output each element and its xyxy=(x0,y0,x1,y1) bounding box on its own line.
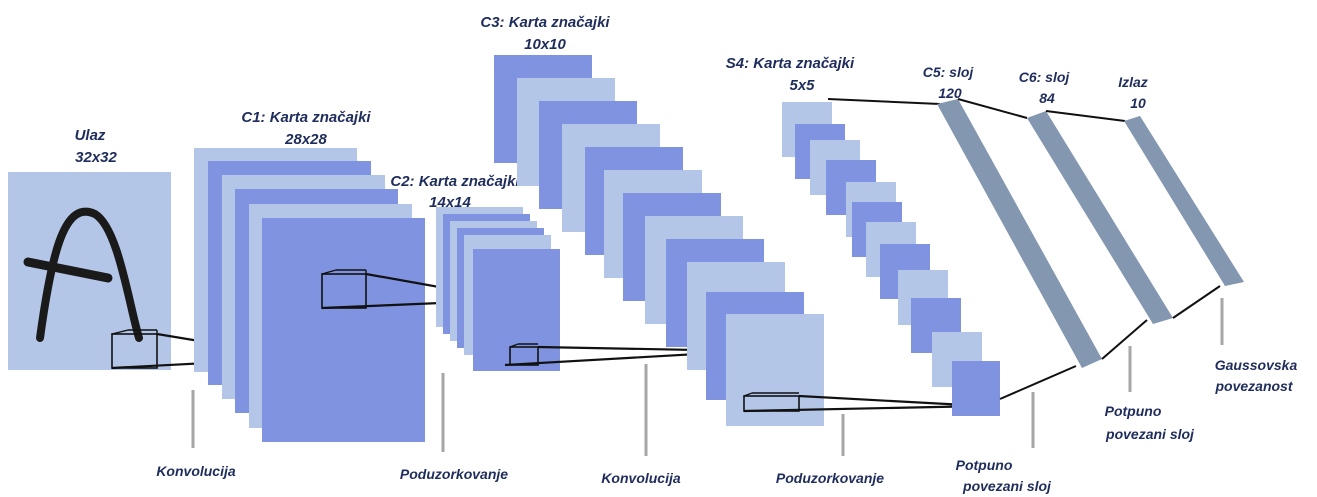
output-layer-bar xyxy=(1124,116,1244,286)
c2-feature-maps: C2: Karta značajki 14x14 xyxy=(390,173,751,371)
c3-map xyxy=(726,314,824,426)
fully-connected-layers: C5: sloj 120 C6: sloj 84 Izlaz 10 xyxy=(827,64,1244,400)
operation-ticks xyxy=(191,298,1224,456)
s4-size: 5x5 xyxy=(789,77,815,94)
fc2-label-line1: Potpuno xyxy=(1105,403,1162,419)
c6-title: C6: sloj xyxy=(1019,69,1071,85)
handwritten-a-glyph xyxy=(36,207,143,342)
input-receptive-field xyxy=(111,333,158,369)
input-title: Ulaz xyxy=(75,127,106,144)
c5-title: C5: sloj xyxy=(923,64,975,80)
s4-title: S4: Karta značajki xyxy=(726,55,855,72)
c3-title: C3: Karta značajki xyxy=(480,14,610,31)
c5-layer-bar xyxy=(937,99,1102,368)
c2-size: 14x14 xyxy=(429,194,471,211)
c3-feature-maps: C3: Karta značajki 10x10 xyxy=(480,14,985,426)
operation-labels: Konvolucija Poduzorkovanje Konvolucija P… xyxy=(156,357,1297,494)
fc1-label-line2: povezani sloj xyxy=(962,478,1052,494)
c1-size: 28x28 xyxy=(284,131,327,148)
gauss-label-line1: Gaussovska xyxy=(1215,357,1298,373)
conv2-label: Konvolucija xyxy=(601,470,681,486)
input-size: 32x32 xyxy=(75,149,117,166)
c6-layer-bar xyxy=(1027,111,1173,324)
fc2-label-line2: povezani sloj xyxy=(1105,426,1195,442)
output-title: Izlaz xyxy=(1118,74,1148,90)
output-size: 10 xyxy=(1130,95,1146,111)
handwritten-a-crossbar xyxy=(23,257,113,283)
c2-title: C2: Karta značajki xyxy=(390,173,520,190)
c2-map xyxy=(473,249,560,371)
conv1-label: Konvolucija xyxy=(156,463,236,479)
c1-map xyxy=(262,218,425,442)
fc1-label-line1: Potpuno xyxy=(956,457,1013,473)
c5-size: 120 xyxy=(938,85,962,101)
c1-title: C1: Karta značajki xyxy=(241,109,371,126)
c1-feature-maps: C1: Karta značajki 28x28 xyxy=(194,109,513,442)
c3-size: 10x10 xyxy=(524,36,566,53)
pool1-label: Poduzorkovanje xyxy=(400,466,508,482)
c6-size: 84 xyxy=(1039,90,1055,106)
s4-feature-maps: S4: Karta značajki 5x5 xyxy=(726,55,1000,416)
gauss-label-line2: povezanost xyxy=(1214,378,1293,394)
pool2-label: Poduzorkovanje xyxy=(776,470,884,486)
s4-map xyxy=(952,361,1000,416)
